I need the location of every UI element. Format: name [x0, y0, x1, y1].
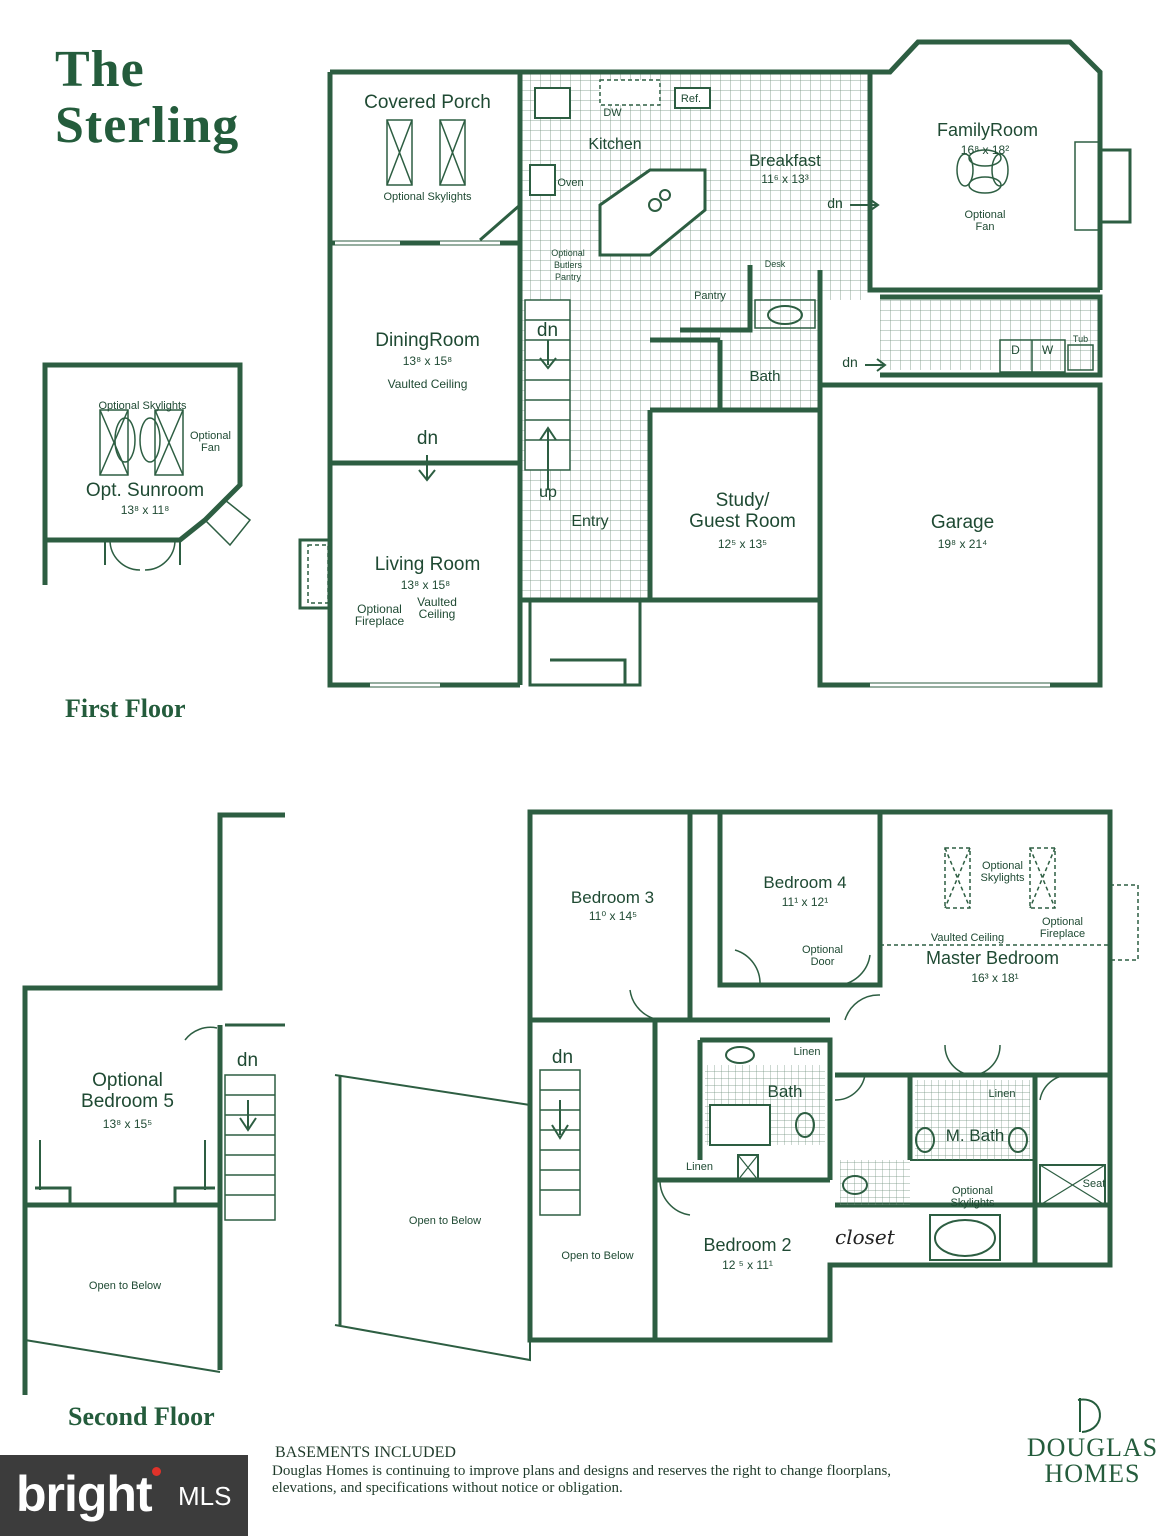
master-optional-fireplace: Optional Fireplace: [1039, 916, 1086, 940]
living-optional-fireplace: Optional Fireplace: [354, 602, 405, 628]
master-skylights-label: Optional Skylights: [980, 860, 1025, 884]
dining-room-label: DiningRoom: [375, 330, 480, 351]
master-bedroom-label: Master Bedroom: [925, 948, 1060, 968]
right-stairs-down: dn: [551, 1047, 574, 1068]
stairs-down-label: dn: [536, 320, 559, 341]
hall-bath-label: Bath: [767, 1082, 803, 1101]
open-to-below-right: Open to Below: [561, 1250, 634, 1262]
porch-skylights-label: Optional Skylights: [383, 191, 472, 203]
sunroom-plan: [42, 362, 252, 585]
sunroom-label: Opt. Sunroom: [85, 480, 205, 501]
hall-tile: [650, 300, 820, 410]
family-room-dimensions: 16⁸ x 18²: [960, 143, 1010, 157]
master-bath-linen-label: Linen: [988, 1088, 1016, 1100]
study-label: Study/ Guest Room: [670, 490, 815, 532]
covered-porch-label: Covered Porch: [364, 92, 491, 113]
bath-linen-label: Linen: [793, 1046, 821, 1058]
first-floor-label: First Floor: [65, 694, 186, 723]
seat-label: Seat: [1082, 1178, 1106, 1190]
hall-linen-label: Linen: [686, 1161, 713, 1173]
pantry-label: Pantry: [694, 290, 726, 302]
sunroom-fan-label: Optional Fan: [190, 430, 231, 454]
living-room-label: Living Room: [374, 554, 481, 575]
desk-label: Desk: [764, 259, 786, 269]
open-to-below-left: Open to Below: [88, 1280, 162, 1292]
bath-label-first-floor: Bath: [749, 368, 781, 385]
bright-mls-watermark: bright MLS: [0, 1455, 248, 1536]
living-room-dimensions: 13⁸ x 15⁸: [400, 578, 451, 592]
study-dimensions: 12⁵ x 13⁵: [717, 537, 768, 551]
butlers-pantry-label: Optional Butlers Pantry: [551, 248, 585, 282]
breakfast-dimensions: 11⁶ x 13³: [761, 172, 809, 186]
title-line-2: Sterling: [55, 97, 240, 154]
disclaimer-line-2: elevations, and specifications without n…: [272, 1480, 623, 1496]
bedroom-4-label: Bedroom 4: [763, 873, 847, 892]
entry-label: Entry: [571, 513, 609, 530]
master-bedroom-dimensions: 16³ x 18¹: [971, 971, 1019, 985]
first-floor-plan: [298, 39, 1132, 688]
watermark-bright-text: bright: [16, 1466, 153, 1522]
watermark-mls-text: MLS: [178, 1481, 232, 1511]
dishwasher-label: DW: [603, 107, 622, 119]
washer-label: W: [1041, 343, 1054, 357]
dining-stairs-down: dn: [416, 428, 439, 449]
study-line-1: Study/: [715, 490, 770, 511]
left-stairs-down: dn: [236, 1050, 259, 1071]
logo-line-1: DOUGLAS: [1026, 1433, 1159, 1462]
dryer-label: D: [1011, 343, 1020, 357]
optional-bedroom-5-dimensions: 13⁸ x 15⁵: [102, 1117, 153, 1131]
living-vaulted-ceiling: Vaulted Ceiling: [417, 595, 457, 621]
title-line-1: The: [55, 41, 145, 98]
family-fan-label: Optional Fan: [964, 209, 1006, 233]
bedroom-3-dimensions: 11⁰ x 14⁵: [588, 909, 638, 923]
garage-dimensions: 19⁸ x 21⁴: [937, 537, 988, 551]
oven-label: Oven: [557, 177, 584, 189]
family-room-label: FamilyRoom: [936, 120, 1038, 140]
disclaimer: Douglas Homes is continuing to improve p…: [272, 1463, 1032, 1497]
basements-heading: BASEMENTS INCLUDED: [275, 1444, 456, 1461]
logo-line-2: HOMES: [1044, 1459, 1141, 1488]
breakfast-label: Breakfast: [749, 151, 821, 170]
second-floor-plan: [22, 809, 1139, 1395]
handwritten-closet-note: closet: [835, 1225, 895, 1249]
optional-door-label: Optional Door: [802, 944, 843, 968]
bedroom-4-dimensions: 11¹ x 12¹: [781, 895, 829, 909]
douglas-logo-mark: [1077, 1398, 1101, 1433]
optional-bedroom-5-label: Optional Bedroom 5: [81, 1070, 174, 1112]
garage-label: Garage: [930, 512, 995, 533]
stairs-up-label: up: [539, 484, 557, 501]
second-floor-label: Second Floor: [68, 1402, 215, 1431]
master-vaulted-ceiling: Vaulted Ceiling: [930, 932, 1005, 944]
douglas-homes-logo: DOUGLAS HOMES: [1025, 1435, 1160, 1487]
master-bath-label: M. Bath: [945, 1126, 1005, 1145]
laundry-tile: [880, 300, 1100, 370]
bedroom-2-label: Bedroom 2: [703, 1235, 792, 1255]
laundry-down-label: dn: [842, 354, 858, 370]
dining-vaulted-ceiling: Vaulted Ceiling: [387, 377, 468, 391]
dining-room-dimensions: 13⁸ x 15⁸: [402, 354, 453, 368]
plan-title: The Sterling: [55, 42, 239, 154]
watermark-dot-icon: [152, 1467, 161, 1476]
refrigerator-label: Ref.: [680, 93, 702, 105]
bedroom-2-dimensions: 12 ⁵ x 11¹: [722, 1258, 773, 1272]
disclaimer-line-1: Douglas Homes is continuing to improve p…: [272, 1463, 892, 1479]
tub-label: Tub: [1072, 334, 1089, 344]
master-bath-skylights-label: Optional Skylights: [950, 1185, 995, 1209]
kitchen-label: Kitchen: [588, 136, 642, 153]
breakfast-down-label: dn: [827, 195, 843, 211]
study-line-2: Guest Room: [689, 511, 796, 532]
open-to-below-middle: Open to Below: [408, 1215, 482, 1227]
sunroom-skylights-label: Optional Skylights: [98, 400, 187, 412]
sunroom-dimensions: 13⁸ x 11⁸: [120, 503, 170, 517]
bedroom-3-label: Bedroom 3: [570, 888, 655, 907]
